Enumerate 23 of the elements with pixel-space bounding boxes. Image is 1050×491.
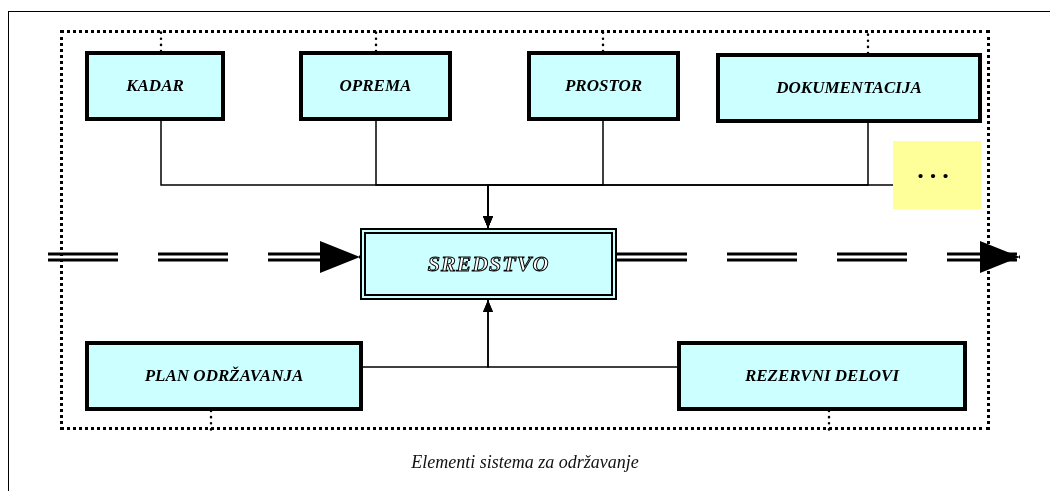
dashed-arrow <box>46 241 362 273</box>
box-label: KADAR <box>126 76 184 96</box>
ellipsis-text: ... <box>918 155 956 185</box>
process-box <box>85 341 363 411</box>
process-box <box>527 51 680 121</box>
box-label: OPREMA <box>339 76 412 96</box>
caption: Elementi sistema za održavanje <box>411 452 639 472</box>
process-box <box>677 341 967 411</box>
box-label: DOKUMENTACIJA <box>776 78 922 98</box>
process-box <box>85 51 225 121</box>
arrow <box>483 299 678 368</box>
system-boundary <box>60 30 990 430</box>
dotted-connector <box>209 409 213 432</box>
box-label: REZERVNI DELOVI <box>744 366 900 386</box>
process-box <box>716 53 982 123</box>
box-label: SREDSTVO <box>427 251 550 277</box>
process-box <box>299 51 452 121</box>
central-box <box>360 228 617 300</box>
ellipsis-box <box>893 141 981 209</box>
box-label: PROSTOR <box>564 76 643 96</box>
arrow <box>483 184 894 229</box>
dotted-connector <box>827 409 831 432</box>
box-label: PLAN ODRŽAVANJA <box>144 366 304 386</box>
